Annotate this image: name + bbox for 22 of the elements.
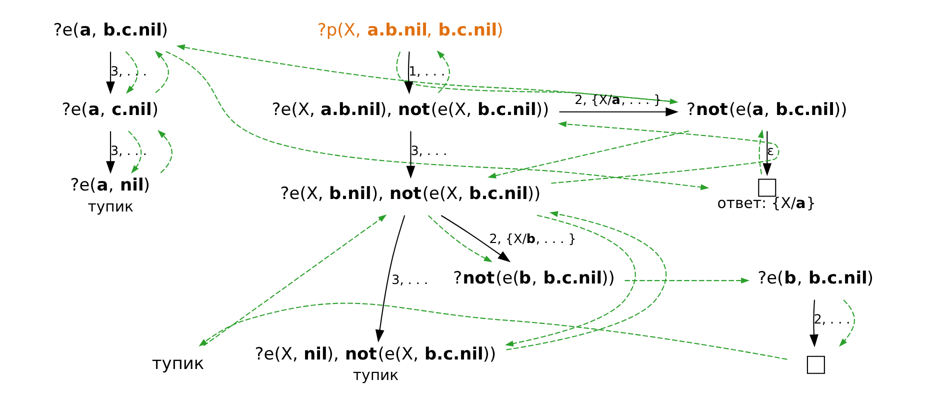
node-text: ?e(X, nil), not(e(X, b.c.nil)) xyxy=(254,344,496,364)
edge-label: 3, . . . xyxy=(410,142,448,158)
edge-label: 1, . . . xyxy=(408,62,446,78)
node-text: ?e(b, b.c.nil) xyxy=(758,268,874,288)
edge-label: 3, . . . xyxy=(110,62,147,78)
edge-label: 3, . . . xyxy=(392,271,428,286)
node-text: ?not(e(a, b.c.nil)) xyxy=(686,99,848,120)
edge-label: 3, . . . xyxy=(110,142,147,158)
node-label: тупик xyxy=(88,196,134,215)
node-text: ?e(a, nil) xyxy=(70,175,150,196)
node-label: тупик xyxy=(352,365,399,384)
node-text: ?e(a, c.nil) xyxy=(62,99,159,120)
node-text: ?e(X, b.nil), not(e(X, b.c.nil)) xyxy=(280,184,541,204)
node-text: ?not(e(b, b.c.nil)) xyxy=(453,268,615,288)
edge-label: 2, {X/b, . . . } xyxy=(489,230,576,246)
node-text: ?e(X, a.b.nil), not(e(X, b.c.nil)) xyxy=(272,99,550,120)
edge-label: ε xyxy=(767,142,774,158)
node-label: ответ: {X/a} xyxy=(717,194,816,212)
edge-label: 2, . . . xyxy=(814,311,850,326)
node-text: ?e(a, b.c.nil) xyxy=(53,20,168,40)
node-text: тупик xyxy=(152,353,204,374)
node-text: ?p(X, a.b.nil, b.c.nil) xyxy=(317,20,504,40)
